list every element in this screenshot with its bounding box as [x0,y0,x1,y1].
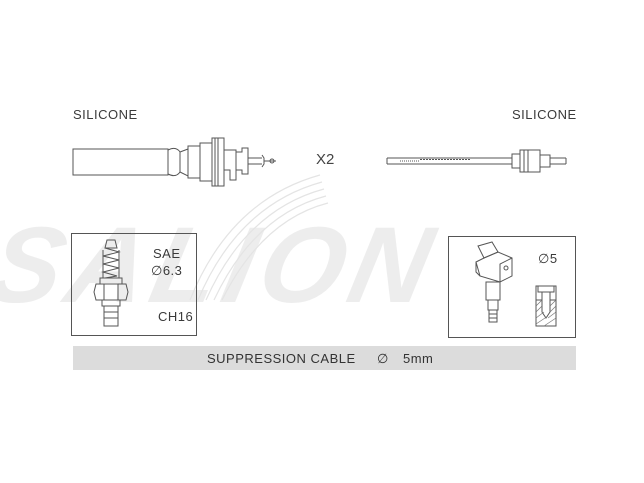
quantity-label: X2 [316,151,335,168]
left-boot-drawing [72,137,276,187]
diameter-symbol: ∅ [377,351,389,366]
sae-label: SAE [153,246,181,261]
hex-size-label: CH16 [158,309,194,324]
coil-connector-detail-box [448,236,576,338]
sae-diameter-label: ∅6.3 [151,263,183,278]
right-cable-drawing [386,149,567,173]
cable-diameter-value: 5mm [403,351,434,366]
right-material-label: SILICONE [512,107,577,122]
cable-spec-bar: SUPPRESSION CABLE ∅ 5mm [73,346,576,370]
left-material-label: SILICONE [73,107,138,122]
spark-plug-detail-box [71,233,197,336]
cable-type-label: SUPPRESSION CABLE [207,351,356,366]
coil-diameter-label: ∅5 [538,251,558,266]
